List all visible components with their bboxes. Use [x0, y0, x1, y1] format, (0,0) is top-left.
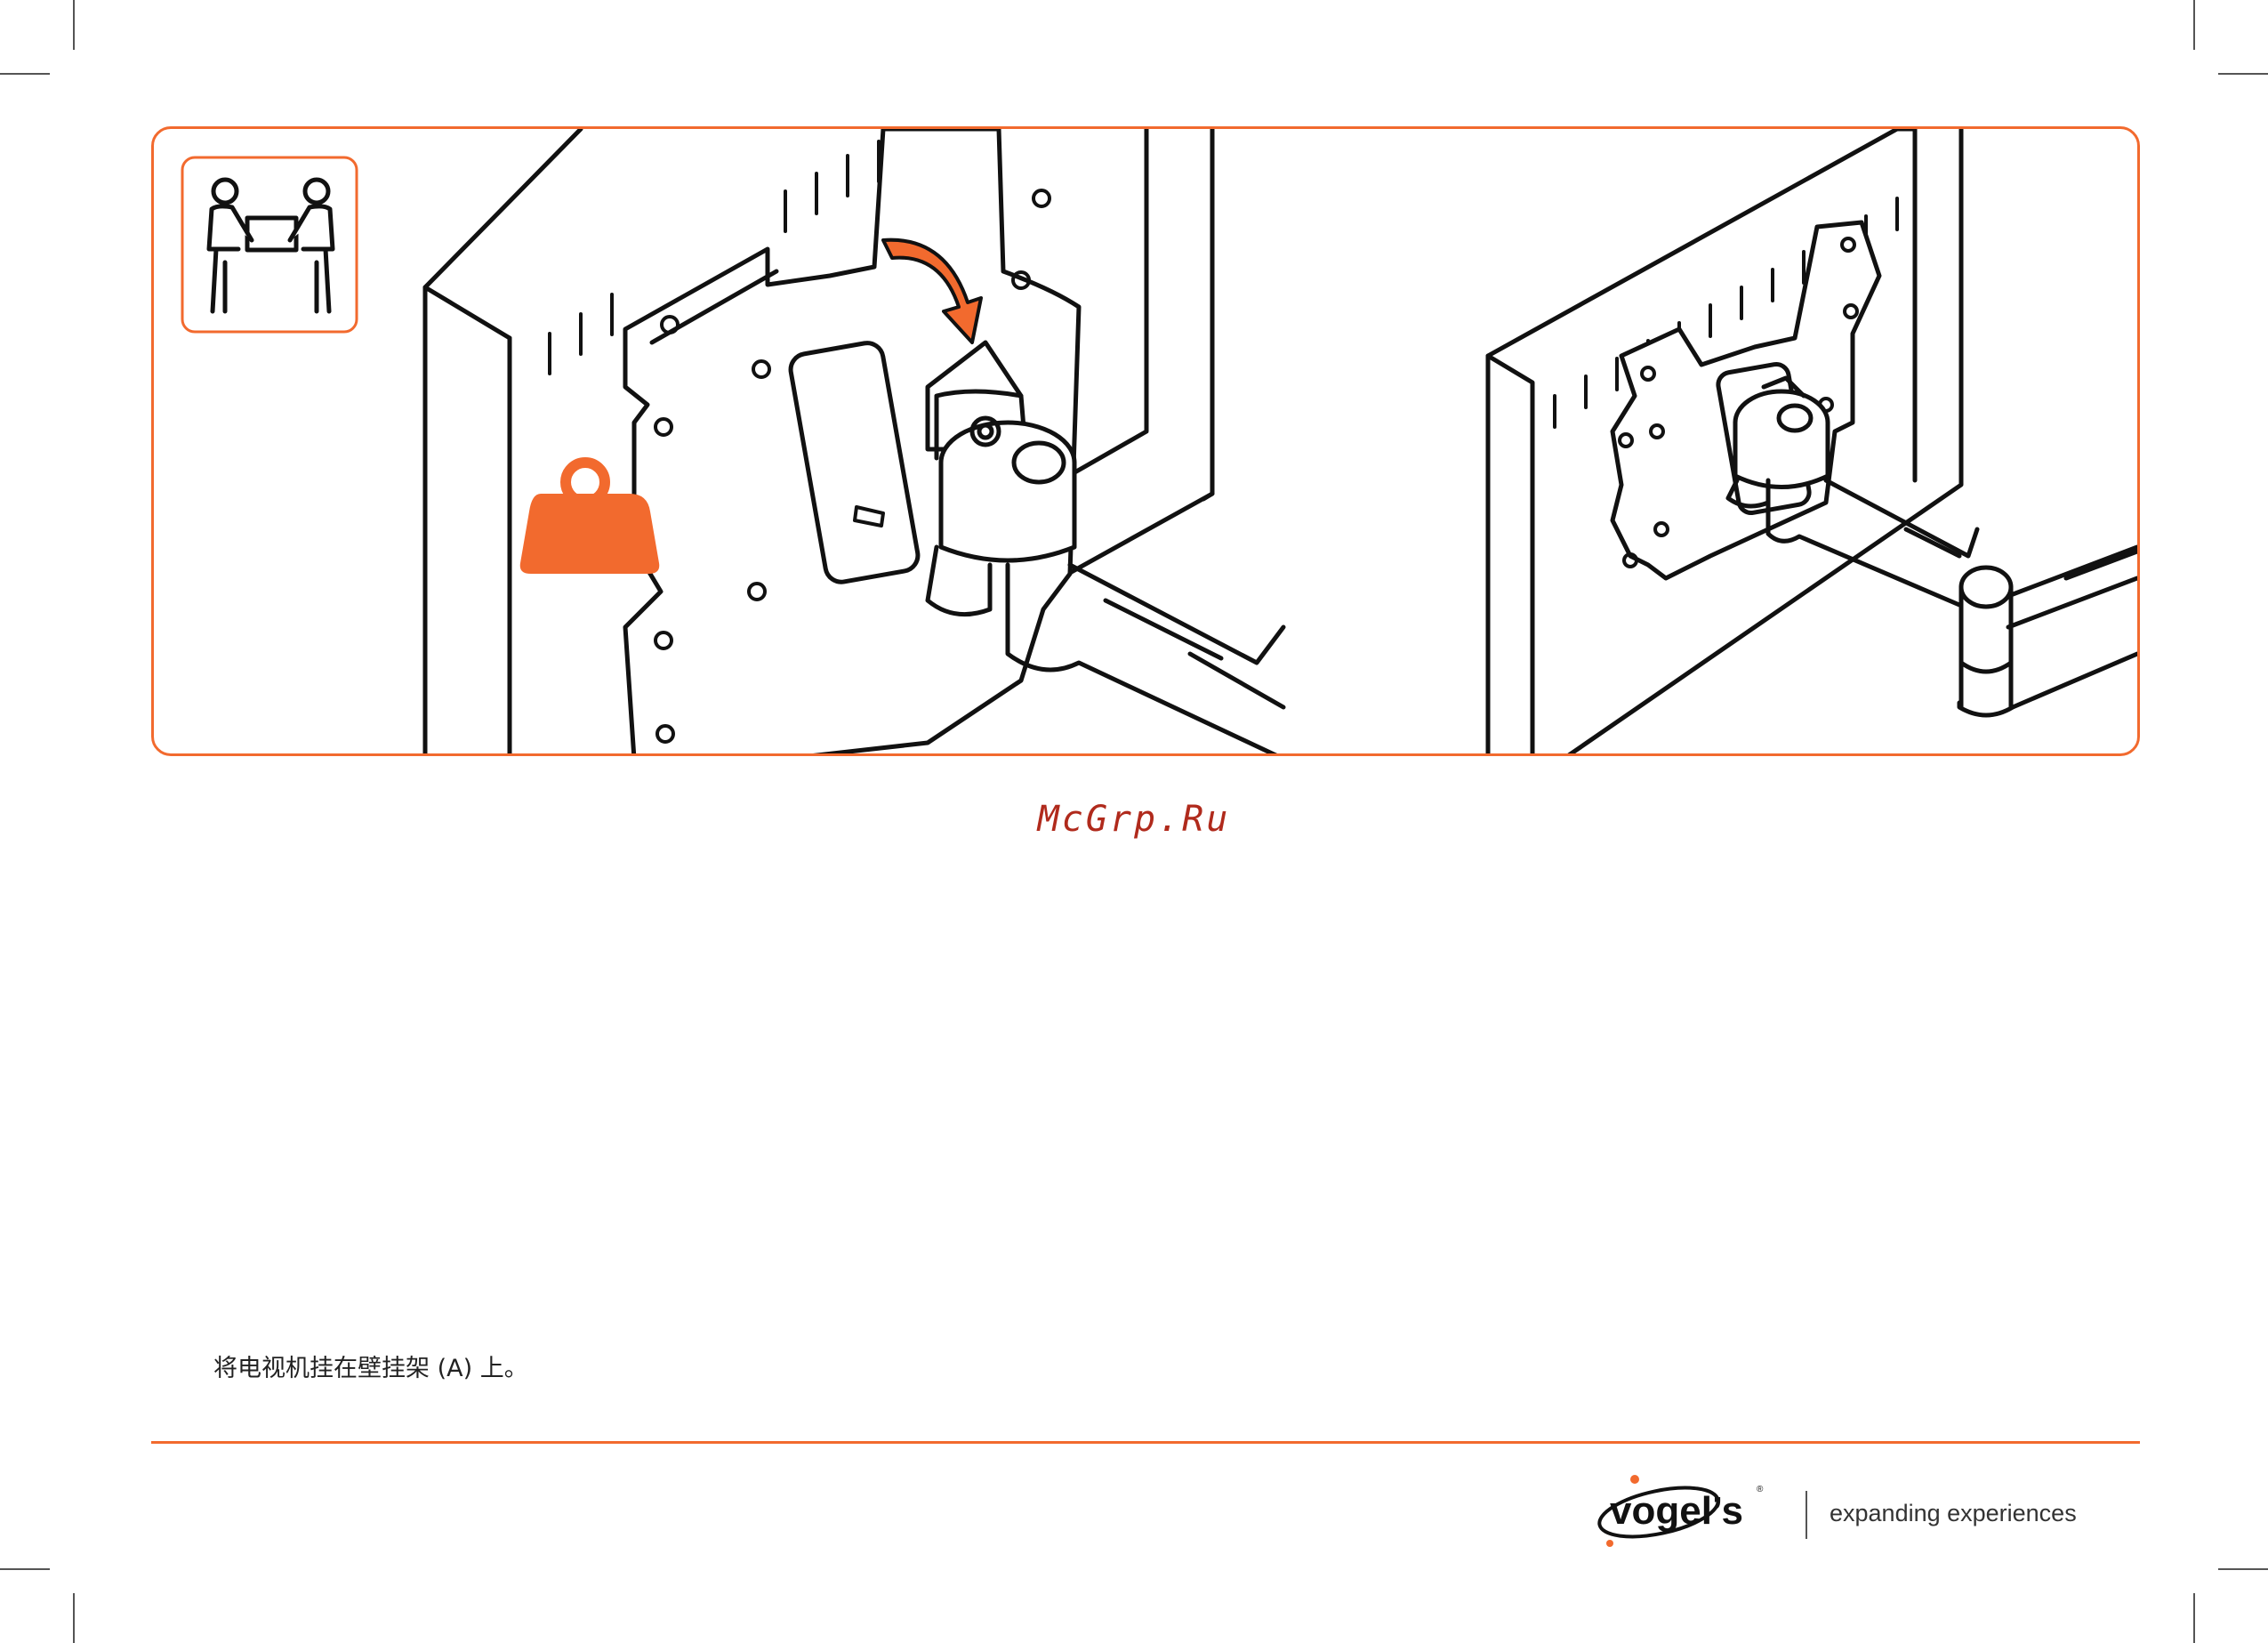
crop-mark — [2193, 0, 2195, 50]
crop-mark — [73, 1593, 75, 1643]
footer-rule — [151, 1441, 2140, 1444]
logo-divider — [1806, 1491, 1807, 1539]
brand-tagline: expanding experiences — [1830, 1500, 2077, 1527]
svg-text:vogel’s: vogel’s — [1610, 1489, 1743, 1533]
svg-text:®: ® — [1757, 1485, 1764, 1494]
instruction-text: 将电视机挂在壁挂架 (A) 上。 — [213, 1349, 528, 1383]
crop-mark — [73, 0, 75, 50]
crop-mark — [2193, 1593, 2195, 1643]
crop-mark — [2218, 73, 2268, 75]
crop-mark — [2218, 1568, 2268, 1570]
crop-mark — [0, 73, 50, 75]
mounting-illustration — [154, 129, 2140, 756]
crop-mark — [0, 1568, 50, 1570]
watermark-text: McGrp.Ru — [0, 799, 2268, 840]
illustration-panel — [151, 126, 2140, 756]
wall-bracket-right — [1728, 378, 2137, 715]
two-person-lift-icon — [182, 157, 357, 332]
vogels-logo: vogel’s ® — [1592, 1472, 1806, 1552]
